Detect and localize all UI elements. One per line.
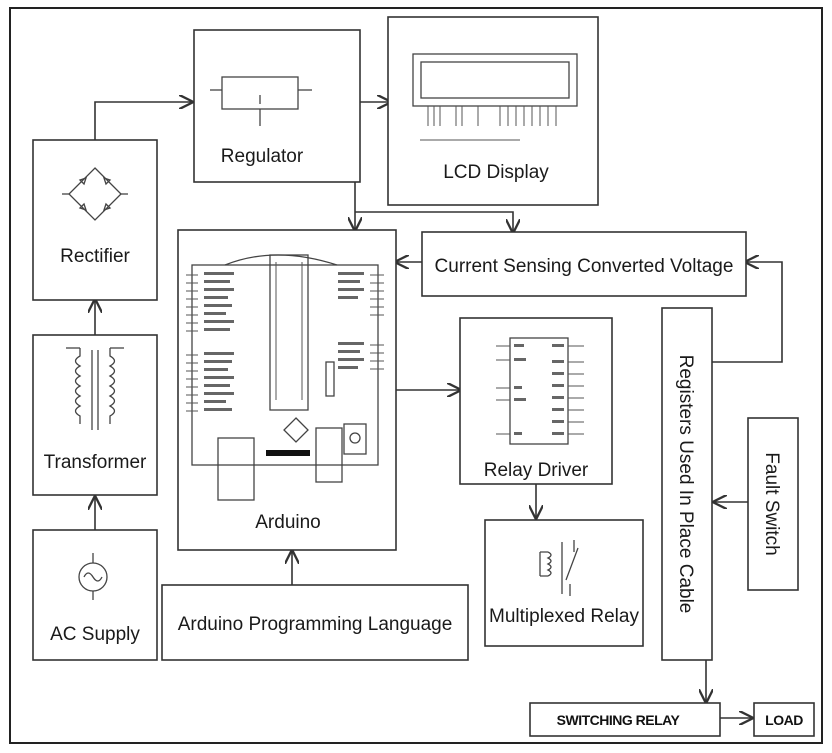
regulator-block: Regulator [193,29,361,183]
regulator-icon [210,76,312,126]
arrow-registers-to-current-sensing [712,262,783,363]
registers-cable-label: Registers Used In Place Cable [675,355,696,614]
lcd-display-label: LCD Display [443,162,549,183]
rectifier-label: Rectifier [60,246,130,267]
lcd-display-block: LCD Display [387,16,599,206]
arduino-programming-language-label: Arduino Programming Language [178,614,453,635]
arduino-board-icon [186,254,384,501]
current-sensing-block: Current Sensing Converted Voltage [421,231,747,297]
fault-switch-block: Fault Switch [747,417,799,591]
arduino-programming-language-block: Arduino Programming Language [161,584,469,661]
current-sensing-label: Current Sensing Converted Voltage [435,256,734,277]
lcd-icon [412,53,578,141]
transformer-label: Transformer [44,452,147,473]
ac-supply-label: AC Supply [50,624,140,645]
bridge-rectifier-icon [62,167,128,221]
relay-driver-block: Relay Driver [459,317,613,485]
registers-cable-block: Registers Used In Place Cable [661,307,713,661]
transformer-block: Transformer [32,334,158,496]
arrow-regulator-to-current-sensing [355,211,513,232]
connections [94,102,783,718]
transformer-icon [66,347,124,430]
load-block: LOAD [753,702,815,737]
arrow-rectifier-to-regulator [94,102,192,140]
multiplexed-relay-label: Multiplexed Relay [489,606,639,627]
relay-icon [539,540,579,596]
rectifier-block: Rectifier [32,139,158,301]
regulator-label: Regulator [221,146,304,167]
relay-driver-label: Relay Driver [484,460,589,481]
arduino-block: Arduino [177,229,397,551]
relay-driver-ic-icon [496,337,584,445]
multiplexed-relay-block: Multiplexed Relay [484,519,644,647]
ac-supply-block: AC Supply [32,529,158,661]
switching-relay-block: SWITCHING RELAY [529,702,721,737]
load-label: LOAD [765,712,803,728]
arduino-label: Arduino [255,512,321,533]
ac-source-icon [78,553,108,600]
fault-switch-label: Fault Switch [761,452,782,555]
switching-relay-label: SWITCHING RELAY [557,712,681,728]
